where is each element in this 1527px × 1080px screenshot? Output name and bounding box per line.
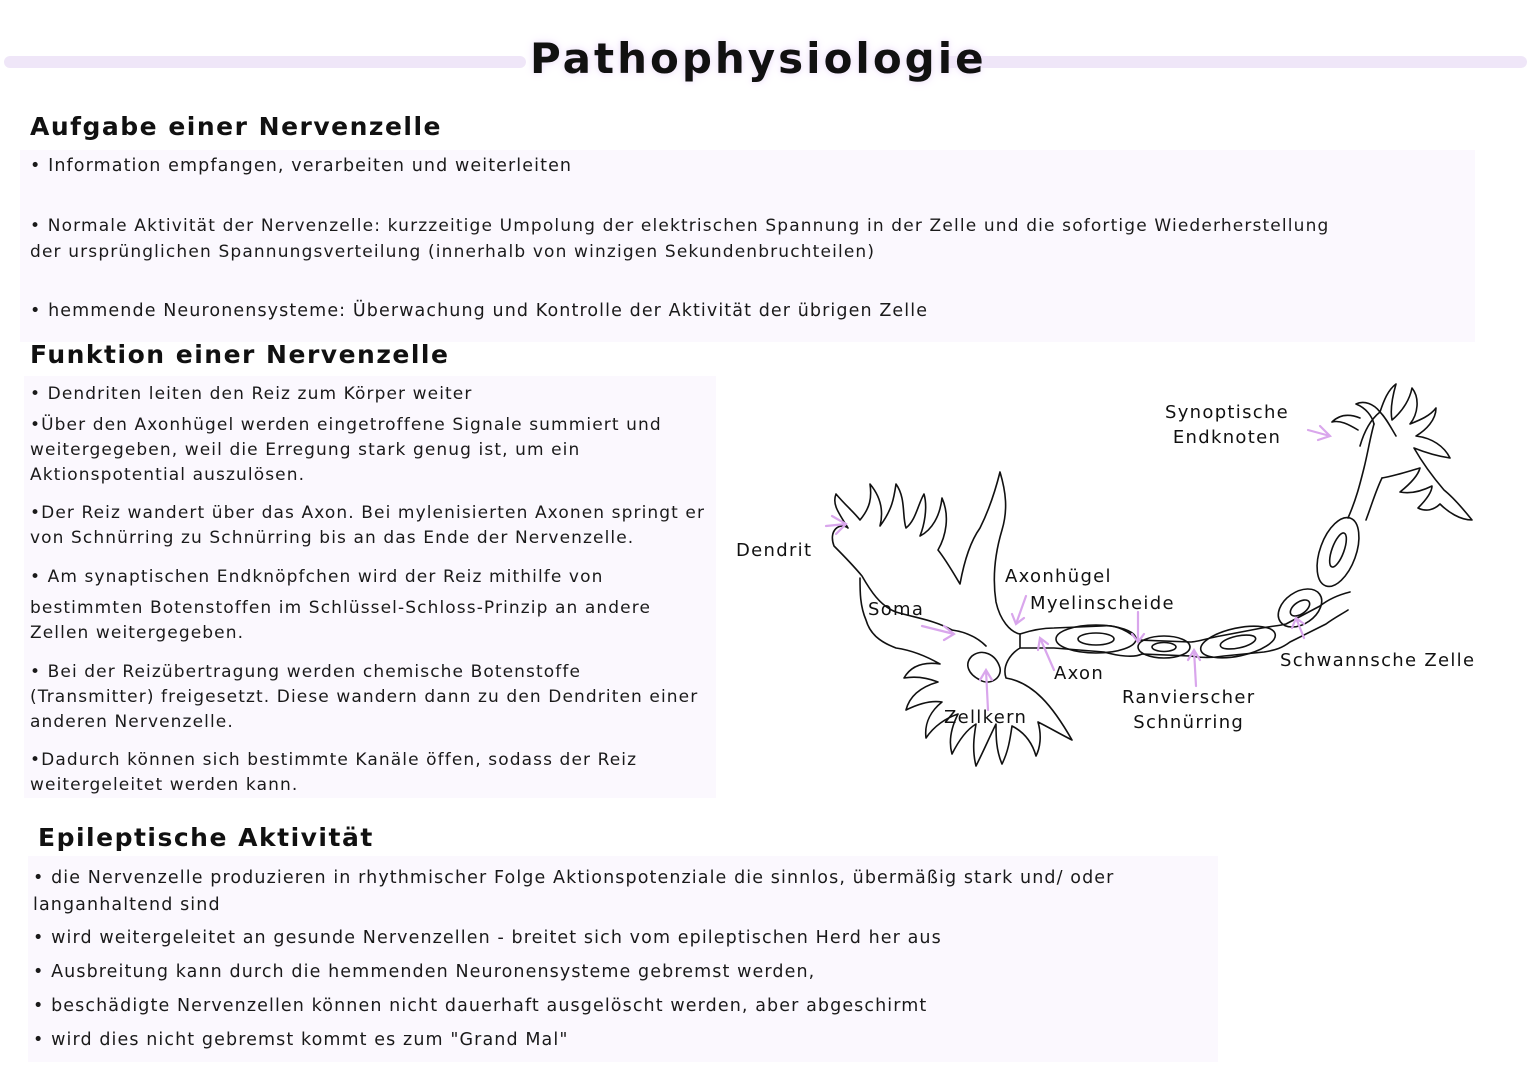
label-zellkern: Zellkern bbox=[944, 707, 1028, 728]
section3-heading: Epileptische Aktivität bbox=[38, 823, 374, 852]
section2-bullet-4-cont: bestimmten Botenstoffen im Schlüssel-Sch… bbox=[30, 598, 652, 643]
myelin-sheath-1 bbox=[1055, 624, 1137, 654]
myelin-sheath-2 bbox=[1137, 635, 1191, 659]
section3-bullet-1: • die Nervenzelle produzieren in rhythmi… bbox=[33, 868, 1115, 915]
section2-heading: Funktion einer Nervenzelle bbox=[30, 340, 450, 369]
label-soma: Soma bbox=[868, 599, 925, 620]
title-line-right bbox=[942, 56, 1527, 68]
section1-bullet-2-cont: der ursprünglichen Spannungsverteilung (… bbox=[30, 242, 876, 262]
section3-bullet-3: • Ausbreitung kann durch die hemmenden N… bbox=[33, 962, 816, 982]
arrow-dendrit bbox=[824, 514, 848, 536]
section1-bullet-2: • Normale Aktivität der Nervenzelle: kur… bbox=[30, 216, 1330, 236]
myelin-sheath-3-inner bbox=[1219, 634, 1257, 650]
section3-bullet-2: • wird weitergeleitet an gesunde Nervenz… bbox=[33, 928, 942, 948]
arrow-ranvier bbox=[1186, 647, 1202, 688]
label-myelinscheide: Myelinscheide bbox=[1030, 593, 1175, 614]
label-synaptische-endknoten: Synoptische Endknoten bbox=[1165, 402, 1290, 448]
neuron-diagram bbox=[824, 383, 1473, 767]
label-dendrit: Dendrit bbox=[736, 540, 813, 561]
myelin-sheath-3 bbox=[1199, 625, 1277, 659]
neuron-soma-outline bbox=[831, 471, 1073, 767]
arrow-zellkern bbox=[978, 667, 994, 712]
neuron-axon-upper bbox=[1019, 591, 1351, 643]
section2-bullet-3: •Der Reiz wandert über das Axon. Bei myl… bbox=[30, 503, 706, 548]
section1-bullet-1: • Information empfangen, verarbeiten und… bbox=[30, 156, 573, 176]
section2-bullet-5: • Bei der Reizübertragung werden chemisc… bbox=[30, 662, 699, 732]
arrow-axon bbox=[1036, 636, 1056, 672]
myelin-sheath-5-inner bbox=[1328, 532, 1348, 568]
section2-bullet-2: •Über den Axonhügel werden eingetroffene… bbox=[30, 415, 662, 485]
label-schwannsche-zelle: Schwannsche Zelle bbox=[1280, 650, 1476, 671]
arrow-soma bbox=[920, 624, 956, 642]
label-axonhuegel: Axonhügel bbox=[1005, 566, 1112, 587]
section2-bullet-6: •Dadurch können sich bestimmte Kanäle öf… bbox=[30, 750, 638, 795]
myelin-sheath-5 bbox=[1316, 516, 1360, 588]
section1-heading: Aufgabe einer Nervenzelle bbox=[30, 112, 443, 141]
arrow-axonhuegel bbox=[1010, 594, 1028, 626]
neuron-axon-lower bbox=[1019, 609, 1349, 659]
section2-bullet-4: • Am synaptischen Endknöpfchen wird der … bbox=[30, 567, 604, 587]
label-ranvierscher-schnuerring: Ranvierscher Schnürring bbox=[1122, 687, 1256, 733]
section2-bullet-1: • Dendriten leiten den Reiz zum Körper w… bbox=[30, 384, 473, 404]
section2-panel bbox=[24, 376, 716, 798]
page-title: Pathophysiologie bbox=[530, 34, 987, 83]
section3-panel bbox=[28, 856, 1218, 1062]
synaptic-terminals bbox=[1331, 383, 1473, 521]
section1-bullet-3: • hemmende Neuronensysteme: Überwachung … bbox=[30, 301, 929, 321]
myelin-sheath-1-inner bbox=[1077, 632, 1115, 646]
section1-panel bbox=[20, 150, 1475, 342]
arrow-synaptische bbox=[1306, 424, 1333, 442]
section3-bullet-4: • beschädigte Nervenzellen können nicht … bbox=[33, 996, 928, 1016]
myelin-sheath-4 bbox=[1277, 588, 1323, 628]
title-line-left bbox=[4, 56, 526, 68]
neuron-nucleus bbox=[967, 651, 1001, 683]
myelin-sheath-4-inner bbox=[1289, 599, 1311, 617]
label-axon: Axon bbox=[1054, 663, 1105, 684]
arrow-myelinscheide bbox=[1130, 610, 1146, 644]
arrow-schwann bbox=[1290, 616, 1306, 640]
neuron-axon-terminal-stem bbox=[1347, 423, 1383, 521]
myelin-sheath-2-inner bbox=[1151, 641, 1177, 653]
section3-bullet-5: • wird dies nicht gebremst kommt es zum … bbox=[33, 1030, 569, 1050]
